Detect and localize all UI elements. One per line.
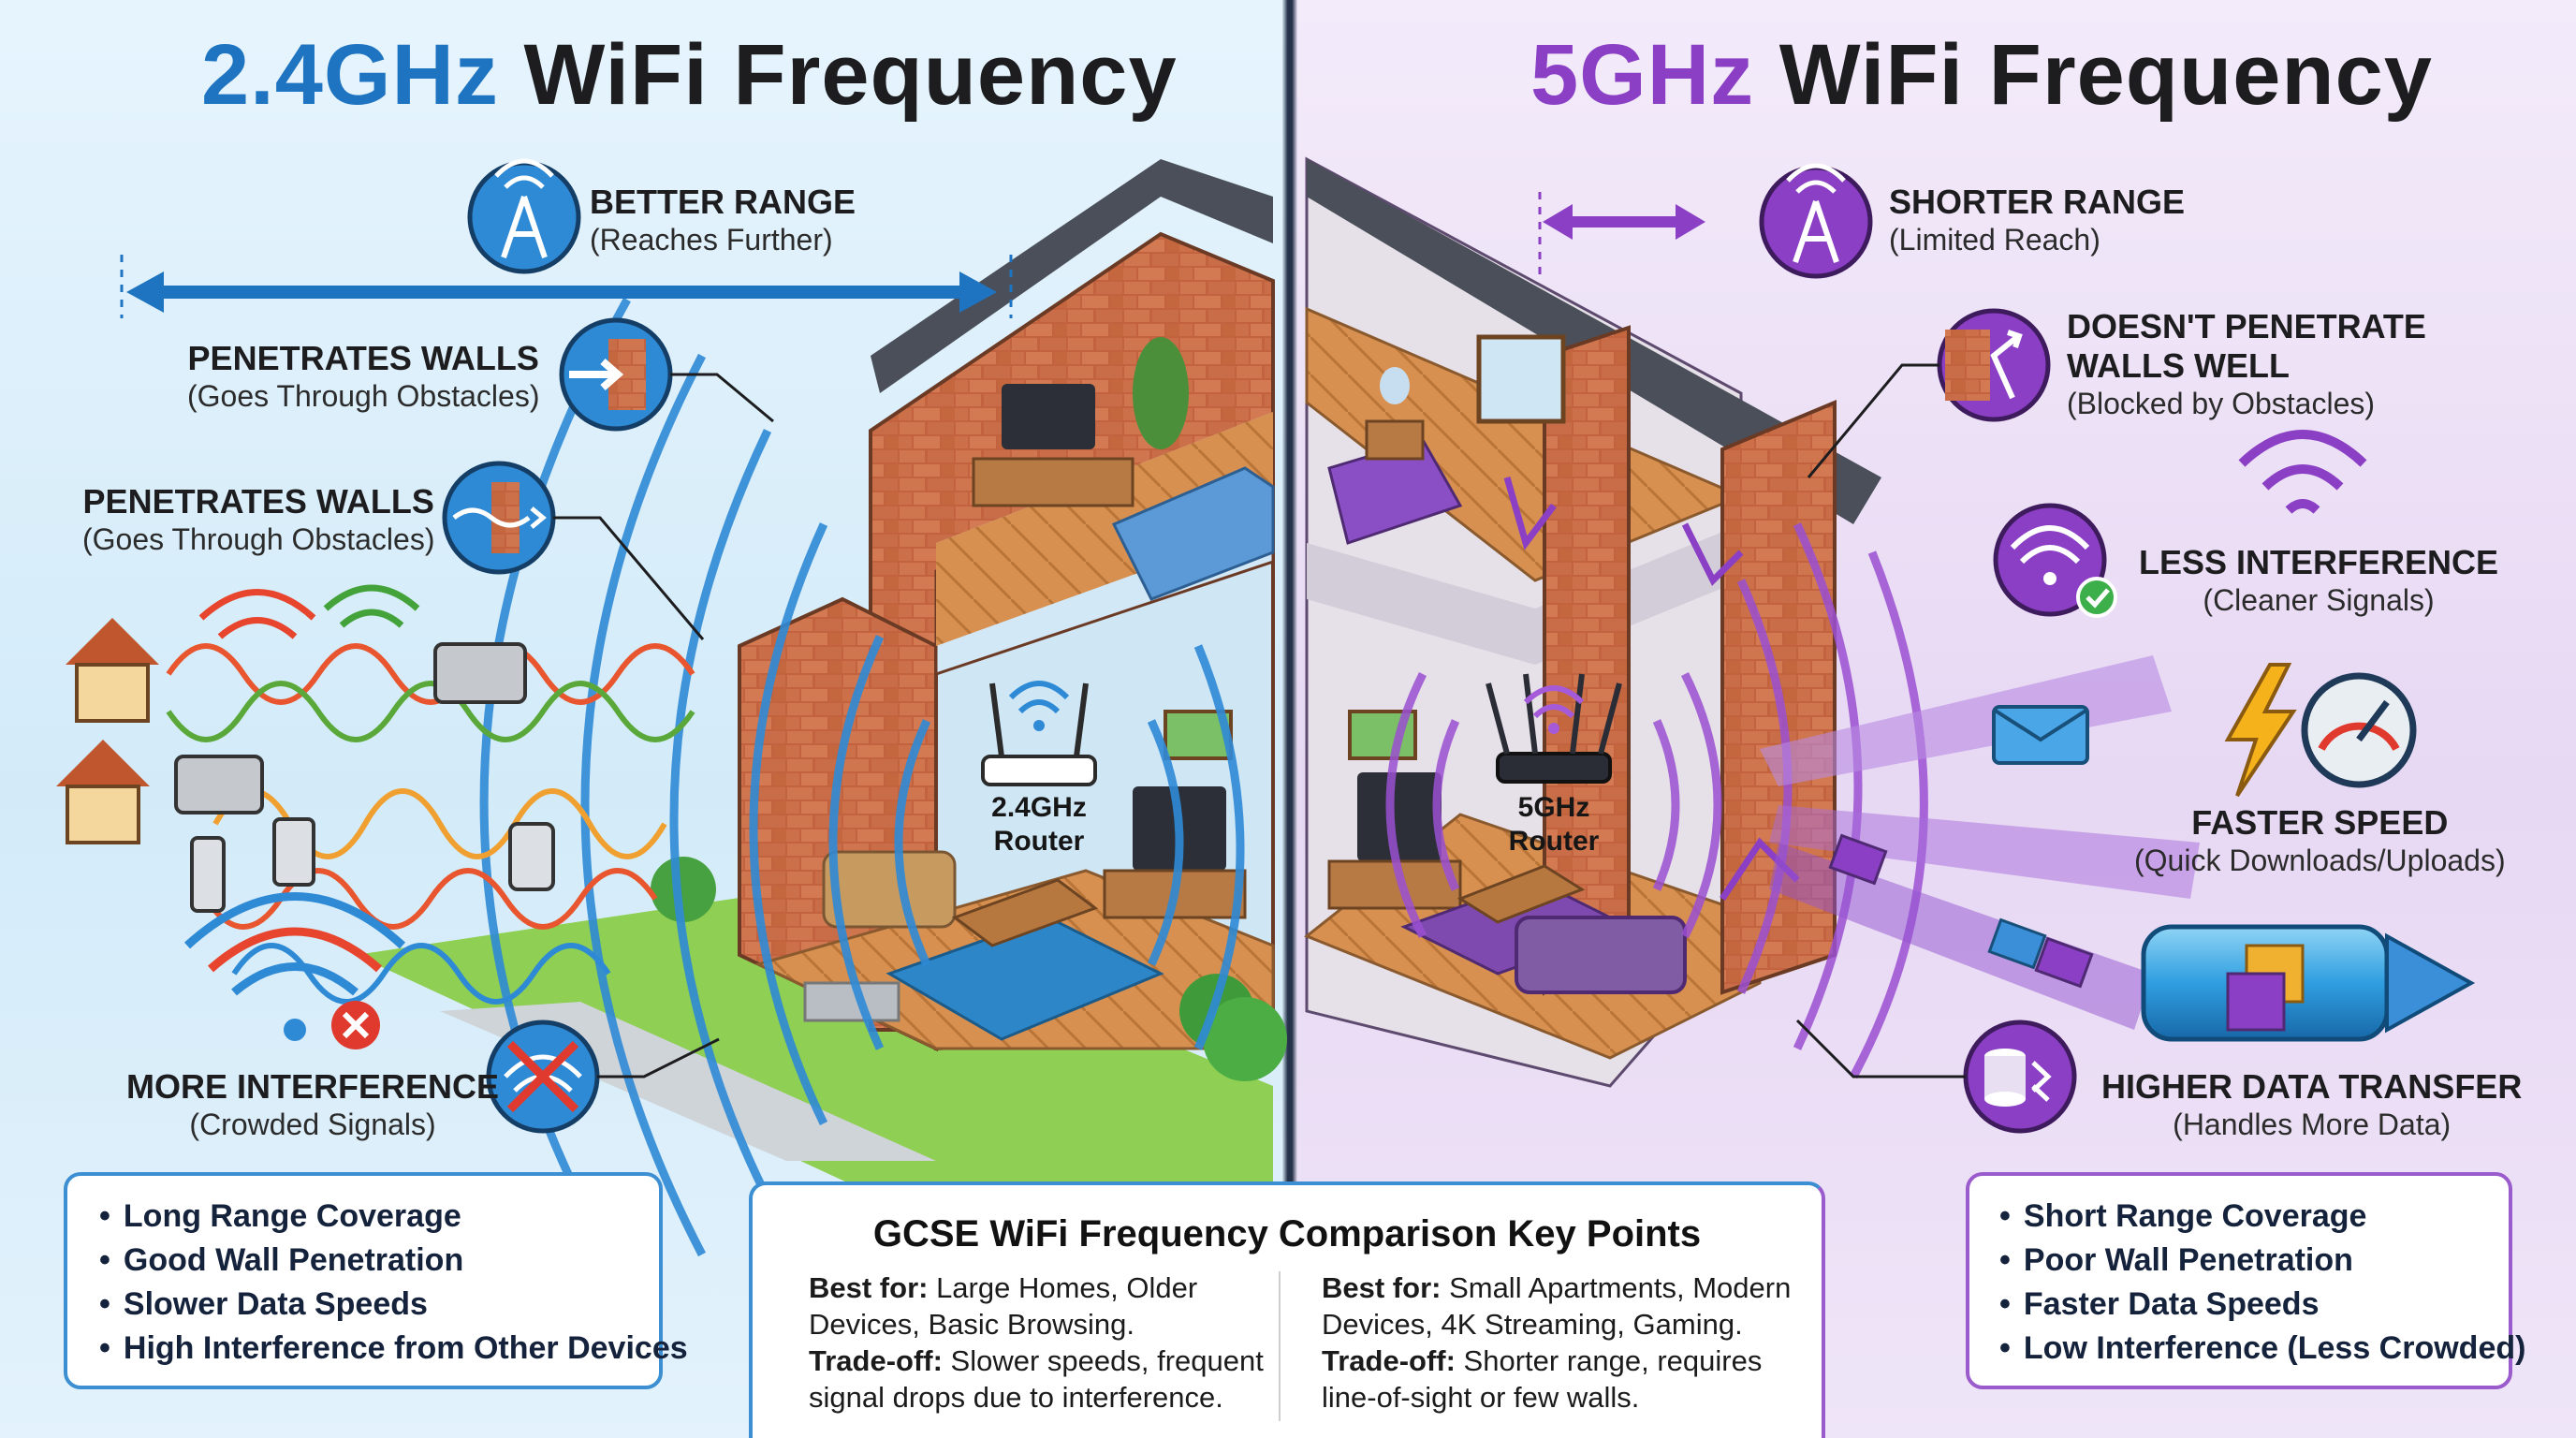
feature-doesnt-penetrate: DOESN'T PENETRATE WALLS WELL (Blocked by… xyxy=(2067,307,2426,420)
database-transfer-icon xyxy=(1963,1020,2077,1134)
cordless-phone-icon xyxy=(190,836,226,913)
summary-box-24ghz: Long Range Coverage Good Wall Penetratio… xyxy=(64,1172,688,1389)
bounce-off-wall-icon xyxy=(1937,308,2051,422)
right-title-text: WiFi Frequency xyxy=(1778,27,2433,123)
signal-tower-icon-5ghz xyxy=(1759,163,1873,279)
lightning-speedometer-icon xyxy=(2224,663,2417,798)
sofa-icon xyxy=(822,850,957,929)
feature-less-interference: LESS INTERFERENCE (Cleaner Signals) xyxy=(2139,543,2499,617)
speed-streaks xyxy=(1760,655,2200,1030)
feature-higher-data-transfer: HIGHER DATA TRANSFER (Handles More Data) xyxy=(2101,1067,2523,1141)
summary-item: Low Interference (Less Crowded) xyxy=(1999,1327,2526,1371)
feature-faster-speed: FASTER SPEED (Quick Downloads/Uploads) xyxy=(2134,803,2506,877)
signal-tower-icon-24ghz xyxy=(467,158,581,274)
summary-item: High Interference from Other Devices xyxy=(99,1327,688,1371)
feature-penetrates-walls-1: PENETRATES WALLS (Goes Through Obstacles… xyxy=(187,339,540,413)
panel-divider xyxy=(1282,0,1297,1438)
router-5ghz-icon xyxy=(1486,673,1622,784)
summary-box-5ghz: Short Range Coverage Poor Wall Penetrati… xyxy=(1966,1172,2526,1389)
wifi-check-icon xyxy=(1993,503,2117,618)
right-title: 5GHz WiFi Frequency xyxy=(1530,26,2433,125)
left-title-text: WiFi Frequency xyxy=(523,27,1178,123)
router-24ghz-icon xyxy=(981,681,1097,786)
range-arrow-5ghz xyxy=(1538,192,1705,281)
router-5ghz-label: 5GHz Router xyxy=(1508,792,1600,857)
tv-icon-5ghz xyxy=(1357,772,1442,861)
comparison-title: GCSE WiFi Frequency Comparison Key Point… xyxy=(872,1213,1702,1255)
summary-item: Faster Data Speeds xyxy=(1999,1283,2509,1327)
data-pipe-icon xyxy=(2141,924,2476,1042)
right-title-frequency: 5GHz xyxy=(1530,27,1755,123)
table-icon-5ghz xyxy=(1456,864,1586,924)
bed-icon xyxy=(1111,466,1275,601)
house-icon-2 xyxy=(56,740,150,844)
right-house xyxy=(1304,156,2476,1088)
crowded-wifi-icon xyxy=(183,892,406,1041)
router-24ghz-label: 2.4GHz Router xyxy=(991,792,1087,857)
envelope-icon xyxy=(1992,705,2089,765)
sofa-icon-5ghz xyxy=(1515,916,1687,994)
summary-item: Poor Wall Penetration xyxy=(1999,1239,2509,1283)
summary-item: Short Range Coverage xyxy=(1999,1195,2509,1239)
comparison-box: GCSE WiFi Frequency Comparison Key Point… xyxy=(749,1181,1825,1438)
roof xyxy=(871,159,1273,393)
feature-penetrates-walls-2: PENETRATES WALLS (Goes Through Obstacles… xyxy=(82,482,435,556)
range-arrow-24ghz xyxy=(120,255,1013,318)
summary-item: Slower Data Speeds xyxy=(99,1283,659,1327)
comparison-col-5ghz: Best for: Small Apartments, Modern Devic… xyxy=(1322,1271,1792,1414)
upstairs-tv-icon xyxy=(1002,384,1095,449)
wifi-red-icon xyxy=(198,589,316,639)
feature-better-range: BETTER RANGE (Reaches Further) xyxy=(590,183,856,257)
microwave-icon-1 xyxy=(433,642,527,704)
no-signal-icon xyxy=(331,1001,380,1049)
wifi-green-icon xyxy=(323,584,420,628)
left-leader-lines xyxy=(553,373,774,1078)
lawn xyxy=(356,889,1273,1189)
baby-monitor-icon xyxy=(272,817,315,887)
left-title-frequency: 2.4GHz xyxy=(201,27,499,123)
right-leader-lines xyxy=(1795,363,1966,1078)
summary-item: Good Wall Penetration xyxy=(99,1239,659,1283)
microwave-icon-2 xyxy=(174,755,264,814)
step xyxy=(803,981,900,1022)
feature-more-interference: MORE INTERFERENCE (Crowded Signals) xyxy=(126,1067,500,1141)
wave-24ghz-icon xyxy=(479,297,1245,1257)
comparison-col-24ghz: Best for: Large Homes, Older Devices, Ba… xyxy=(809,1271,1264,1414)
comparison-divider xyxy=(1279,1271,1281,1421)
feature-shorter-range: SHORTER RANGE (Limited Reach) xyxy=(1889,183,2186,257)
wifi-purple-icon xyxy=(2238,430,2367,514)
wave-through-wall-icon xyxy=(442,461,556,575)
blocked-signal-icon xyxy=(486,1020,600,1134)
window-icon xyxy=(1476,334,1566,424)
left-house xyxy=(56,159,1287,1257)
house-icon-1 xyxy=(66,618,159,723)
summary-item: Long Range Coverage xyxy=(99,1195,659,1239)
table-icon xyxy=(951,878,1099,947)
thermostat-icon xyxy=(508,822,555,891)
left-title: 2.4GHz WiFi Frequency xyxy=(201,26,1178,125)
arrow-through-wall-icon xyxy=(559,317,673,432)
